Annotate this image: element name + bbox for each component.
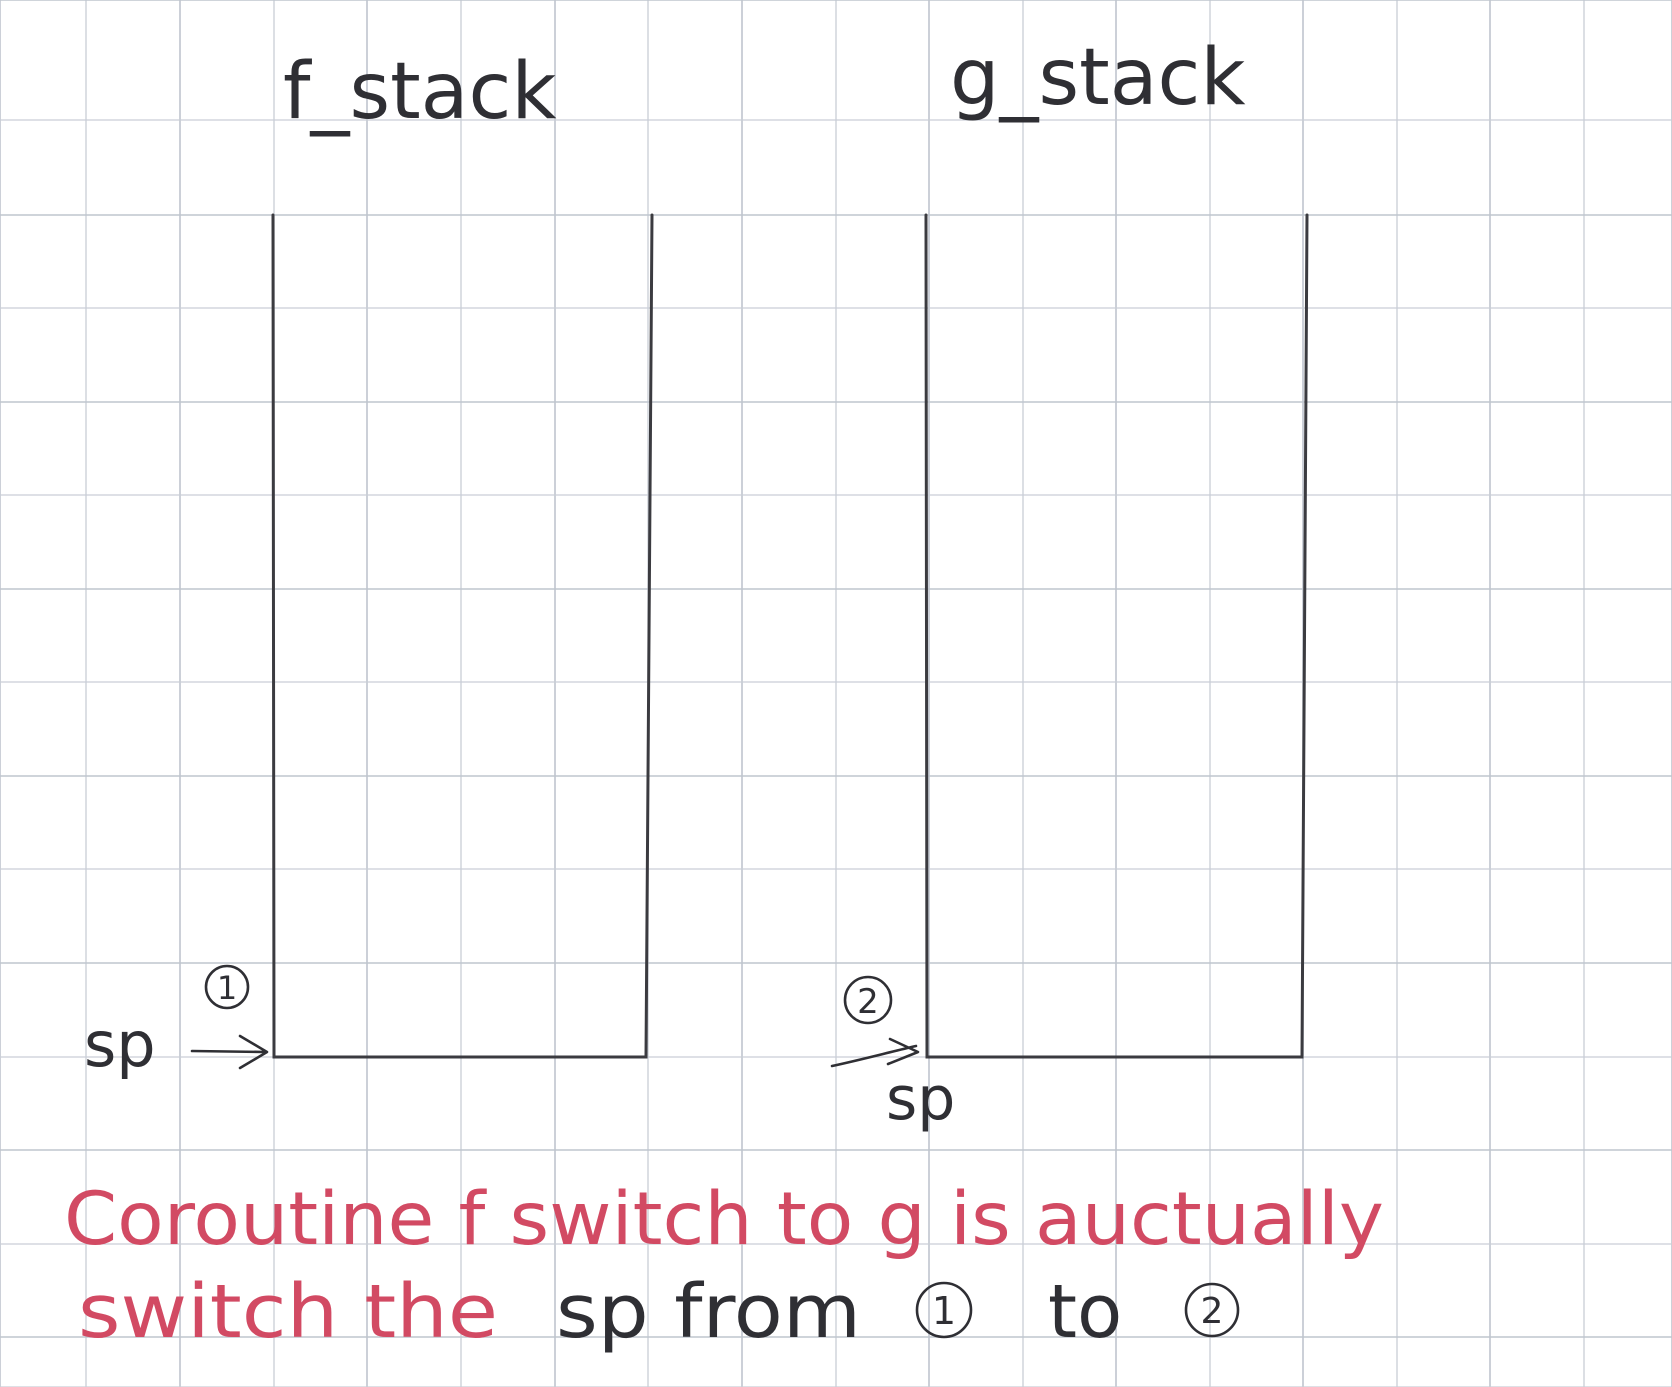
caption-marker-2: 2 <box>1184 1282 1240 1338</box>
caption-line-2-red: switch the <box>78 1269 498 1355</box>
f-stack-container <box>271 213 654 1059</box>
g-stack-label: g_stack <box>950 33 1246 123</box>
marker-circle-2 <box>843 975 893 1025</box>
marker-number-2: 2 <box>857 982 879 1022</box>
f-stack-marker: 1 <box>204 964 250 1010</box>
caption-line-1: Coroutine f switch to g is auctually <box>64 1177 1384 1262</box>
caption-marker-number-2: 2 <box>1201 1291 1224 1332</box>
caption: Coroutine f switch to g is auctually swi… <box>64 1177 1384 1355</box>
caption-line-2-text-2: to <box>1048 1269 1122 1355</box>
g-stack-container <box>924 213 1309 1059</box>
caption-line-2-text-1: sp from <box>556 1269 861 1355</box>
f-stack-label: f_stack <box>283 47 557 137</box>
marker-number-1: 1 <box>217 969 237 1007</box>
marker-circle-1 <box>204 964 250 1010</box>
f-stack: f_stack 1 sp <box>84 47 654 1081</box>
f-stack-sp-arrow <box>190 1034 269 1070</box>
caption-marker-number-1: 1 <box>932 1289 956 1333</box>
caption-marker-1: 1 <box>915 1281 973 1339</box>
g-stack-sp-label: sp <box>886 1064 955 1134</box>
g-stack: g_stack 2 sp <box>830 33 1309 1134</box>
f-stack-sp-label: sp <box>84 1008 156 1081</box>
g-stack-sp-arrow <box>830 1037 920 1068</box>
g-stack-marker: 2 <box>843 975 893 1025</box>
